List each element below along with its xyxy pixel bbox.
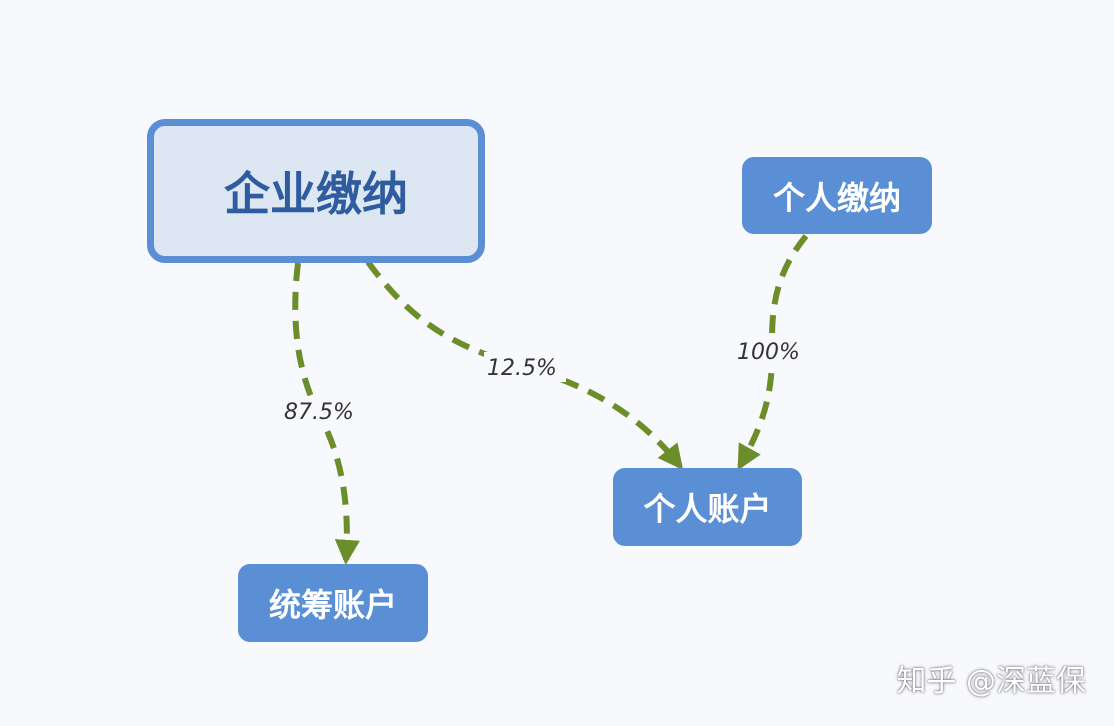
node-personal-pay: 个人缴纳 xyxy=(742,157,932,234)
label-bg-100 xyxy=(734,336,810,366)
label-bg-87 xyxy=(280,396,364,426)
node-personal-account: 个人账户 xyxy=(613,468,802,546)
watermark: 知乎 @深蓝保 xyxy=(896,664,1086,699)
node-pooled-account: 统筹账户 xyxy=(238,564,428,642)
label-bg-12 xyxy=(484,352,566,382)
edge-label-enterprise-to-personal-account: 12.5% xyxy=(487,356,557,381)
node-enterprise-pay: 企业缴纳 xyxy=(147,119,485,263)
edge-label-enterprise-to-pooled: 87.5% xyxy=(284,400,354,425)
edge-label-personal-pay-to-personal-account: 100% xyxy=(737,340,800,365)
